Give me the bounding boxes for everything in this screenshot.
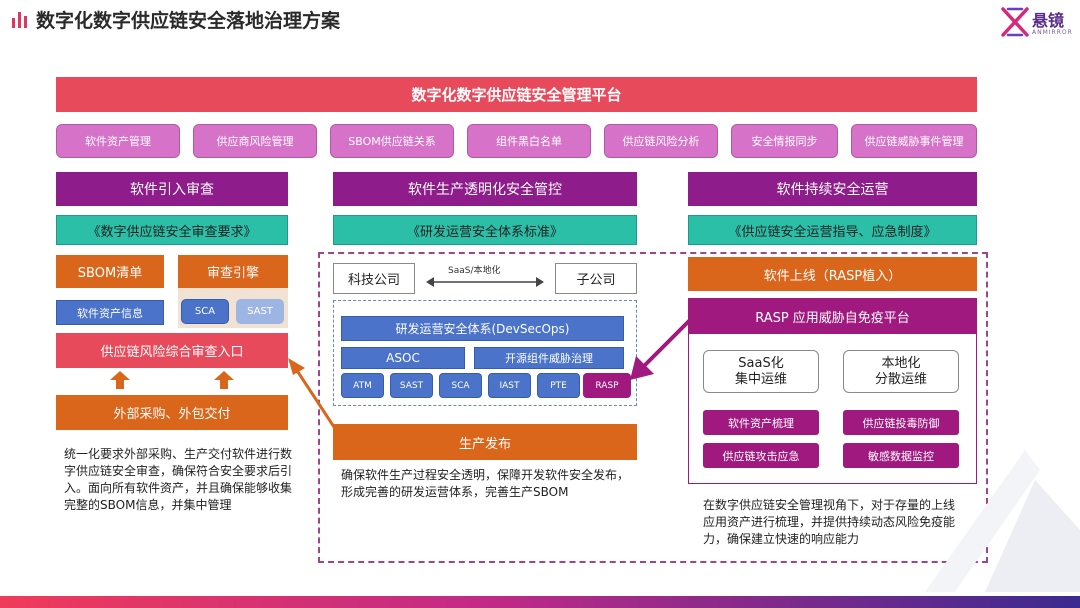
saas-ops-line2: 集中运维 — [734, 371, 787, 387]
platform-title: 数字化数字供应链安全管理平台 — [56, 77, 977, 112]
production-release: 生产发布 — [333, 424, 637, 460]
local-ops-line2: 分散运维 — [874, 371, 927, 387]
logo: 悬镜 ANMIRROR — [1000, 6, 1076, 42]
risk-review-entry: 供应链风险综合审查入口 — [56, 333, 288, 368]
col3-standard: 《供应链安全运营指导、应急制度》 — [688, 215, 977, 245]
col1-header: 软件引入审查 — [56, 172, 288, 206]
tool-iast[interactable]: IAST — [488, 373, 531, 398]
subsidiary: 子公司 — [555, 263, 637, 294]
footer-strip — [0, 596, 1080, 608]
module-threat-events[interactable]: 供应链威胁事件管理 — [851, 124, 977, 158]
col2-standard: 《研发运营安全体系标准》 — [333, 215, 637, 245]
tech-company: 科技公司 — [333, 263, 415, 294]
governance-region — [318, 252, 988, 563]
tool-rasp[interactable]: RASP — [583, 373, 631, 398]
devsecops-region — [333, 300, 637, 406]
up-arrow-icon — [214, 371, 234, 389]
rasp-platform: RASP 应用威胁自免疫平台 — [688, 298, 977, 334]
rasp-platform-region — [688, 334, 977, 484]
local-ops: 本地化 分散运维 — [843, 350, 959, 393]
rasp-arrow-icon — [630, 316, 694, 380]
sbom-list: SBOM清单 — [56, 255, 164, 288]
col3-description: 在数字供应链安全管理视角下，对于存量的上线应用资产进行梳理，并提供持续动态风险免… — [703, 498, 956, 546]
logo-text: 悬镜 — [1032, 11, 1065, 30]
local-ops-line1: 本地化 — [881, 355, 921, 371]
saas-ops-line1: SaaS化 — [738, 355, 784, 371]
module-intel-sync[interactable]: 安全情报同步 — [731, 124, 838, 158]
tool-sca[interactable]: SCA — [439, 373, 482, 398]
up-arrow-icon — [110, 371, 130, 389]
feature-poison-defense: 供应链投毒防御 — [843, 410, 959, 435]
tool-pte[interactable]: PTE — [537, 373, 580, 398]
sast-tool[interactable]: SAST — [236, 299, 284, 324]
logo-subtext: ANMIRROR — [1032, 29, 1073, 36]
decorative-shape-icon — [925, 450, 1080, 592]
col1-standard: 《数字供应链安全审查要求》 — [56, 215, 288, 245]
external-sourcing: 外部采购、外包交付 — [56, 395, 288, 430]
oss-governance: 开源组件威胁治理 — [474, 347, 624, 369]
module-supplier-risk[interactable]: 供应商风险管理 — [193, 124, 317, 158]
asoc-box: ASOC — [341, 347, 465, 369]
module-software-assets[interactable]: 软件资产管理 — [56, 124, 180, 158]
page-title: 数字化数字供应链安全落地治理方案 — [36, 10, 341, 32]
col3-header: 软件持续安全运营 — [688, 172, 977, 206]
feature-asset-sorting: 软件资产梳理 — [703, 410, 819, 435]
module-sbom-relations[interactable]: SBOM供应链关系 — [330, 124, 454, 158]
software-online: 软件上线（RASP植入） — [688, 257, 977, 291]
review-engine: 审查引擎 — [178, 255, 288, 288]
link-label: SaaS/本地化 — [448, 266, 501, 276]
software-asset-info: 软件资产信息 — [56, 300, 164, 325]
bidirectional-arrow-icon — [426, 277, 544, 287]
col2-header: 软件生产透明化安全管控 — [333, 172, 637, 206]
saas-ops: SaaS化 集中运维 — [703, 350, 819, 393]
flow-arrow-icon — [288, 358, 338, 431]
feature-sensitive-data: 敏感数据监控 — [843, 443, 959, 468]
devsecops-system: 研发运营安全体系(DevSecOps) — [341, 316, 624, 341]
feature-attack-response: 供应链攻击应急 — [703, 443, 819, 468]
title-mark-icon — [12, 10, 30, 28]
logo-mark-icon — [1001, 7, 1029, 37]
col2-description: 确保软件生产过程安全透明，保障开发软件安全发布，形成完善的研发运营体系，完善生产… — [341, 468, 630, 499]
tool-atm[interactable]: ATM — [341, 373, 384, 398]
module-risk-analysis[interactable]: 供应链风险分析 — [604, 124, 718, 158]
col1-description: 统一化要求外部采购、生产交付软件进行数字供应链安全审查，确保符合安全要求后引入。… — [64, 447, 293, 512]
sca-tool[interactable]: SCA — [181, 299, 229, 324]
tool-sast[interactable]: SAST — [390, 373, 433, 398]
module-component-list[interactable]: 组件黑白名单 — [467, 124, 591, 158]
